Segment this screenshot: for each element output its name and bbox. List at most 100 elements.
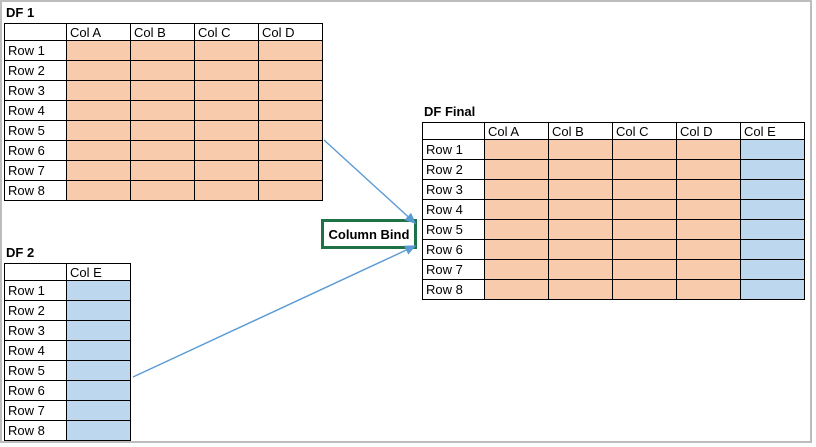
df1-table-row: Row 7 [4,160,323,181]
df_final-data-cell [484,219,549,240]
df_final-row-label: Row 6 [422,239,485,260]
df_final-data-cell [612,259,677,280]
df2-corner-cell [4,263,67,281]
df1-data-cell [66,140,131,161]
df1-column-header: Col A [66,23,131,41]
df1-data-cell [194,160,259,181]
df1-data-cell [258,60,323,81]
df2-table-row: Row 3 [4,320,131,341]
df1-row-label: Row 5 [4,120,67,141]
df1-title: DF 1 [6,5,35,20]
df1-column-header: Col D [258,23,323,41]
df_final-data-cell [612,219,677,240]
df2-row-label: Row 1 [4,280,67,301]
df1-row-label: Row 2 [4,60,67,81]
df2-table-row: Row 2 [4,300,131,321]
df2-table-row: Row 4 [4,340,131,361]
df1-data-cell [258,140,323,161]
df_final-data-cell [740,139,805,160]
df_final-data-cell [740,199,805,220]
df1-data-cell [258,180,323,201]
df1-table-row: Row 8 [4,180,323,201]
df_final-table-row: Row 6 [422,239,805,260]
df2-row-label: Row 4 [4,340,67,361]
df1-row-label: Row 3 [4,80,67,101]
df_final-table-row: Row 4 [422,199,805,220]
df2-data-cell [66,300,131,321]
df1-data-cell [130,180,195,201]
df1-data-cell [130,60,195,81]
df2-title: DF 2 [6,245,35,260]
df1-data-cell [66,180,131,201]
df1-row-label: Row 6 [4,140,67,161]
df2-row-label: Row 5 [4,360,67,381]
df_final-data-cell [484,199,549,220]
df_final-data-cell [740,279,805,300]
df2-table-row: Row 1 [4,280,131,301]
df_final-row-label: Row 1 [422,139,485,160]
df1-data-cell [130,120,195,141]
df2-data-cell [66,400,131,421]
df_final-table-row: Row 2 [422,159,805,180]
df_final-column-header: Col C [612,122,677,140]
df1-data-cell [66,40,131,61]
df_final-data-cell [548,219,613,240]
df_final-table-row: Row 5 [422,219,805,240]
df1-data-cell [130,100,195,121]
df1-row-label: Row 4 [4,100,67,121]
df2-table-row: Row 5 [4,360,131,381]
df_final-data-cell [676,139,741,160]
df_final-row-label: Row 5 [422,219,485,240]
df1-data-cell [194,80,259,101]
df_final-row-label: Row 7 [422,259,485,280]
df1-data-cell [130,140,195,161]
df_final-data-cell [548,139,613,160]
column-bind-box: Column Bind [321,219,417,249]
df1-data-cell [258,120,323,141]
arrow-df1-to-bind-icon [323,139,417,224]
df1-table-row: Row 4 [4,100,323,121]
df_final-data-cell [676,279,741,300]
df1-data-cell [194,40,259,61]
df_final-data-cell [548,179,613,200]
df1-table-row: Row 1 [4,40,323,61]
df1-data-cell [130,160,195,181]
df1-table-row: Row 3 [4,80,323,101]
df1-table-row: Row 5 [4,120,323,141]
df1-data-cell [258,40,323,61]
df-final-title: DF Final [424,104,476,119]
df_final-data-cell [612,239,677,260]
df2-data-cell [66,380,131,401]
df2-row-label: Row 3 [4,320,67,341]
df1-data-cell [66,160,131,181]
df2-data-cell [66,340,131,361]
df1-data-cell [66,100,131,121]
df1-column-header: Col C [194,23,259,41]
df_final-data-cell [484,179,549,200]
df_final-column-header: Col A [484,122,549,140]
df2-data-cell [66,420,131,441]
df2-table-row: Row 8 [4,420,131,441]
df_final-column-header: Col B [548,122,613,140]
df_final-table-row: Row 8 [422,279,805,300]
df1-row-label: Row 1 [4,40,67,61]
df1-data-cell [258,80,323,101]
df_final-data-cell [612,139,677,160]
df1-column-header: Col B [130,23,195,41]
df2-row-label: Row 6 [4,380,67,401]
df2-row-label: Row 7 [4,400,67,421]
df_final-data-cell [612,199,677,220]
df_final-data-cell [676,239,741,260]
df2-data-cell [66,360,131,381]
df_final-row-label: Row 2 [422,159,485,180]
df1-data-cell [194,180,259,201]
df_final-data-cell [740,239,805,260]
